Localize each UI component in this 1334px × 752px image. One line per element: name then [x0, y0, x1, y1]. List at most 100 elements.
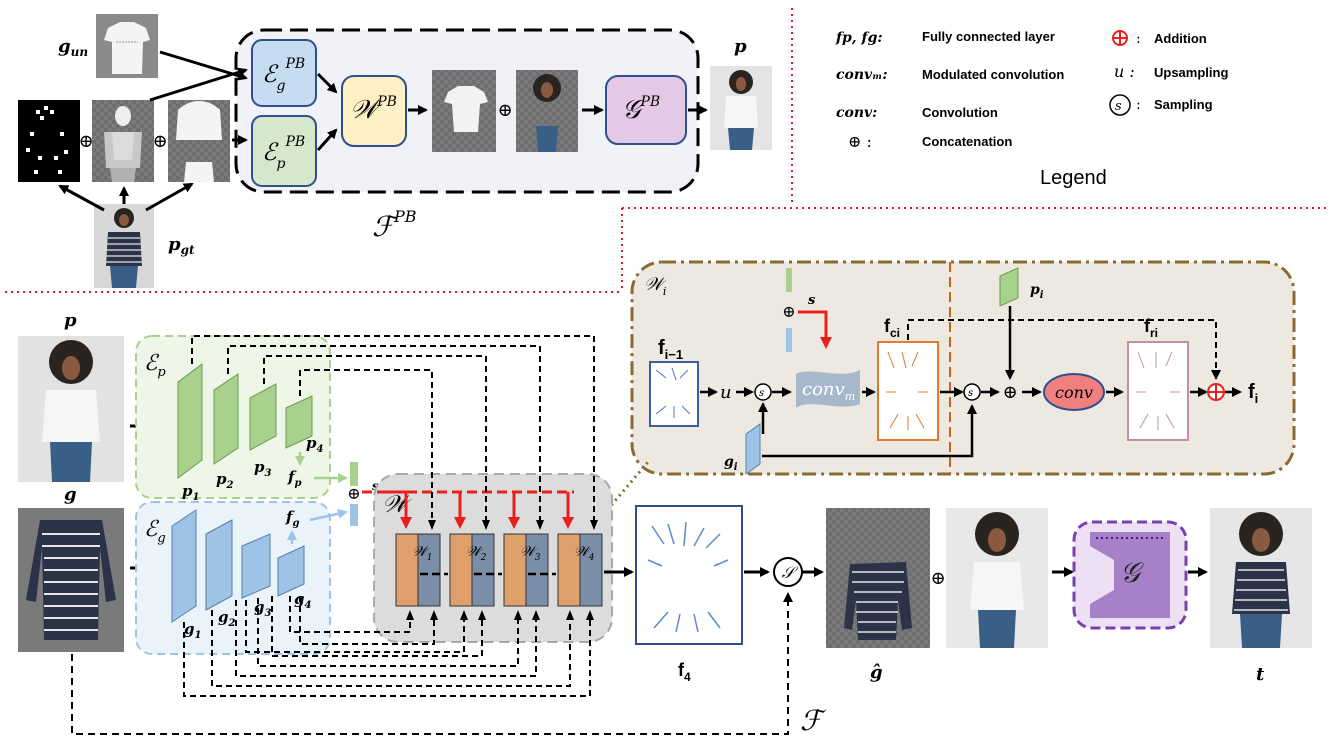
legend-sampling-s: s [1115, 99, 1122, 114]
pi-feature [999, 267, 1019, 307]
legend-concat-symbol: ⊕ : [848, 132, 872, 151]
person-output-image-t [1210, 508, 1312, 648]
legend-title: Legend [1040, 167, 1107, 189]
concat-symbol-bottom: ⊕ [347, 484, 360, 503]
eg-pb-box [251, 39, 317, 107]
f-label: ℱ [800, 704, 827, 737]
sampling-s-1: s [759, 388, 764, 399]
concat-symbol-2: ⊕ [152, 131, 167, 152]
legend-upsampling-text: Upsampling [1154, 65, 1228, 80]
w1-block [395, 533, 441, 607]
w1-label: 𝒲1 [412, 544, 432, 563]
fp-bar-small [786, 268, 792, 292]
s-label-bottom: s [372, 479, 379, 493]
fci-label: fci [884, 316, 900, 340]
skip-fci-add [907, 319, 1221, 380]
conv-m-shape [796, 370, 860, 408]
w4-label: 𝒲4 [574, 544, 595, 563]
garment-to-sampling-line [71, 592, 793, 735]
warped-garment-ghat-image [826, 508, 930, 648]
fri-arrows [1136, 351, 1180, 430]
fi-label: fi [1248, 381, 1258, 406]
ep-pb-box [251, 115, 317, 187]
ep-layer-4 [285, 395, 313, 449]
w2-block [449, 533, 495, 607]
pi-label: pi [1030, 282, 1044, 301]
p4-label: p4 [306, 434, 324, 455]
ghat-label: ĝ [870, 662, 883, 683]
t-label: t [1256, 664, 1265, 685]
w3-block [503, 533, 549, 607]
legend-conv-symbol: conv: [836, 105, 877, 121]
legend-addition-colon: : [1136, 31, 1141, 47]
person-gt-image [94, 204, 154, 288]
wi-module-container [630, 260, 1296, 476]
g3-label: g3 [254, 598, 272, 619]
eg-pb-label: ℰgPB [262, 56, 305, 94]
eg-layer-1 [171, 509, 197, 623]
g-pb-box [605, 75, 687, 145]
fi-minus-1-arrows [655, 367, 691, 418]
concat-symbol-final: ⊕ [930, 568, 945, 589]
style-arrow-red [798, 310, 832, 349]
g-label: g [64, 484, 77, 505]
person-preserved-image [516, 70, 578, 152]
arrow-pgt-preserved [145, 182, 194, 212]
ep-skip-connections [191, 335, 595, 526]
eg-layer-3 [241, 533, 271, 599]
s-label-module: s [808, 293, 816, 308]
conv-label: conv [1055, 383, 1093, 402]
garment-image-top [96, 14, 158, 78]
w-pb-box [341, 75, 407, 147]
legend-addition-text: Addition [1154, 31, 1207, 46]
fp-bar [350, 462, 358, 486]
fpb-label: ℱPB [372, 207, 417, 243]
f4-arrows [647, 521, 729, 633]
gi-label: gi [724, 454, 738, 473]
sampling-icon-main [773, 557, 803, 587]
sampling-icon-1 [754, 383, 772, 401]
addition-cross [1208, 384, 1224, 400]
g2-label: g2 [218, 608, 236, 629]
p2-label: p2 [216, 470, 234, 491]
legend-addition-cross [1113, 31, 1127, 45]
legend-fp-fg-symbol: fp, fg: [835, 30, 883, 46]
conv-oval [1043, 373, 1105, 411]
ep-layer-1 [177, 363, 203, 479]
p-output-label-top: p [734, 36, 747, 57]
person-image-p [18, 336, 124, 482]
sampling-icon-2 [963, 383, 981, 401]
w2-label: 𝒲2 [466, 544, 487, 563]
ep-pb-label: ℰpPB [262, 134, 305, 172]
fri-label: fri [1144, 316, 1158, 340]
person-preserved-image-bottom [946, 508, 1048, 648]
p1-label: p1 [182, 482, 199, 503]
arrow-ep-w [316, 128, 338, 152]
w4-block [557, 533, 603, 607]
p-gt-label: pgt [168, 234, 195, 257]
wi-label: 𝒲i [644, 274, 667, 298]
ep-label: ℰp [144, 351, 166, 380]
legend-concat-text: Concatenation [922, 134, 1012, 149]
legend-sampling-text: Sampling [1154, 97, 1213, 112]
fg-bar [350, 504, 358, 526]
p-label: p [64, 310, 77, 331]
preserved-region-image [168, 100, 230, 182]
fg-bar-small [786, 328, 792, 352]
eg-layer-4 [277, 545, 305, 597]
concat-symbol-module: ⊕ [1002, 382, 1017, 403]
garment-image-g [18, 508, 124, 652]
fp-label: fp [287, 468, 301, 489]
fi-minus-1-label: fi−1 [658, 337, 683, 362]
fg-label: fg [285, 508, 299, 529]
ep-layer-3 [249, 383, 277, 451]
keypoint-map-image [18, 100, 80, 182]
human-parsing-image [92, 100, 154, 182]
ep-layer-2 [213, 373, 239, 465]
legend-conv-text: Convolution [922, 105, 998, 120]
g-generator-shape-right [1146, 532, 1170, 618]
ep-skip-heads [428, 520, 598, 530]
sampling-s-2: s [968, 388, 973, 399]
eg-label: ℰg [144, 517, 166, 546]
legend-sampling-icon [1109, 94, 1131, 116]
